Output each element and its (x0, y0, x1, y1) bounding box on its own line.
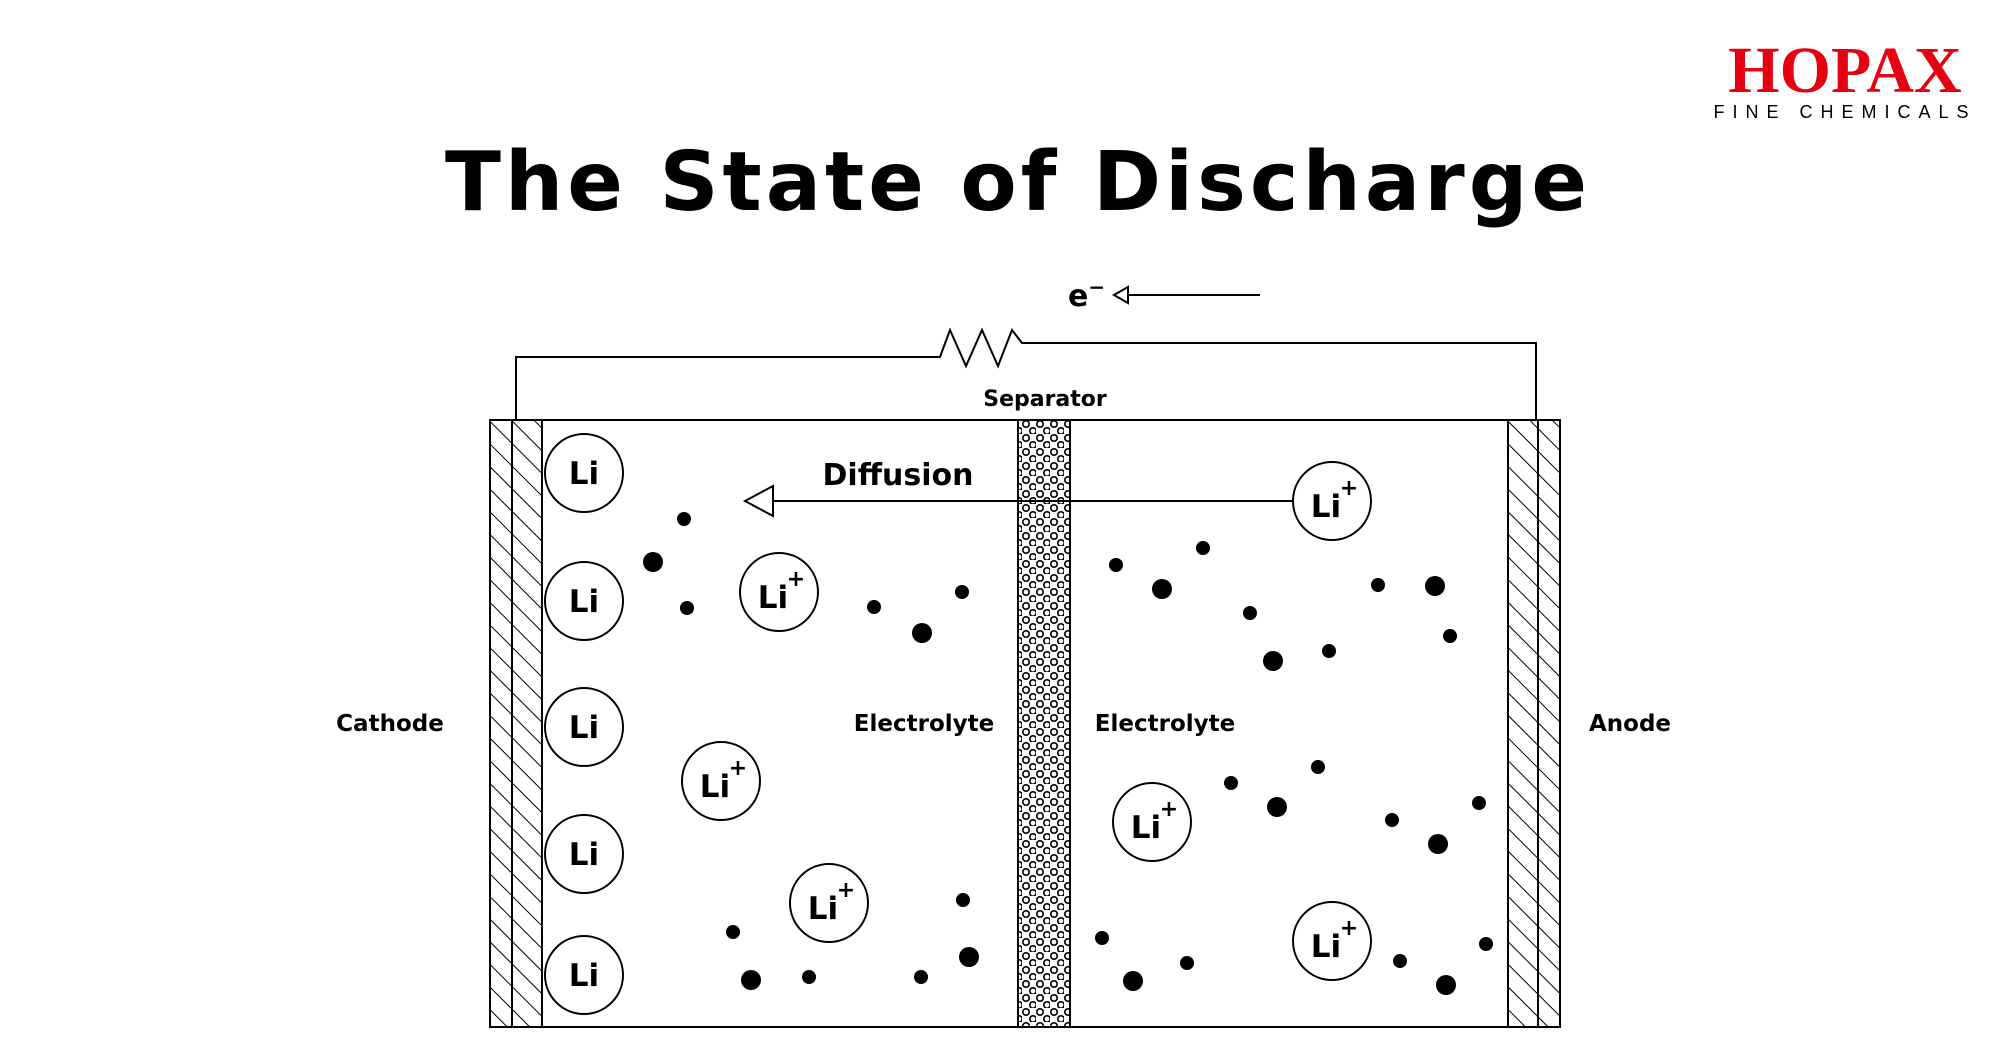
li-atom-label: Li (569, 584, 599, 620)
li-atom: Li (544, 433, 624, 513)
anode-collector (1507, 419, 1561, 1028)
electrolyte-particle-large (1425, 576, 1445, 596)
electrolyte-particle-small (802, 970, 816, 984)
li-ion: Li+ (789, 863, 869, 943)
li-ion-charge: + (837, 878, 855, 903)
diffusion-label: Diffusion (823, 458, 974, 493)
electrolyte-particle-large (741, 970, 761, 990)
electrolyte-particle-small (726, 925, 740, 939)
li-atom: Li (544, 561, 624, 641)
page-title: The State of Discharge (445, 135, 1591, 230)
electrolyte-particle-small (677, 512, 691, 526)
li-ion: Li+ (1292, 901, 1372, 981)
electrolyte-particle-large (1428, 834, 1448, 854)
li-ion-label: Li (1311, 929, 1341, 965)
electrolyte-particle-small (1109, 558, 1123, 572)
brand-tagline: FINE CHEMICALS (1713, 102, 1976, 122)
electrolyte-particle-small (1224, 776, 1238, 790)
li-atom-label: Li (569, 456, 599, 492)
li-ion-label: Li (808, 891, 838, 927)
electrolyte-particle-large (1123, 971, 1143, 991)
electrolyte-particle-small (1311, 760, 1325, 774)
li-atom-label: Li (569, 710, 599, 746)
li-atom-label: Li (569, 958, 599, 994)
electrolyte-particle-small (1385, 813, 1399, 827)
electrolyte-particle-small (1371, 578, 1385, 592)
electrolyte-particle-small (1095, 931, 1109, 945)
anode-label: Anode (1589, 711, 1671, 737)
electrolyte-particle-small (1443, 629, 1457, 643)
electrolyte-particle-small (1322, 644, 1336, 658)
li-ion-charge: + (1160, 797, 1178, 822)
cathode-label: Cathode (336, 711, 444, 737)
li-ion: Li+ (1292, 461, 1372, 541)
electrolyte-particle-small (1479, 937, 1493, 951)
electrolyte-particle-large (1263, 651, 1283, 671)
li-ion-label: Li (1311, 489, 1341, 525)
li-ion-charge: + (1340, 476, 1358, 501)
electrolyte-particle-small (955, 585, 969, 599)
li-ion-label: Li (758, 580, 788, 616)
electrolyte-particle-small (956, 893, 970, 907)
diffusion-arrow-head (742, 484, 774, 518)
li-ion-charge: + (1340, 916, 1358, 941)
electrolyte-particle-large (1152, 579, 1172, 599)
electrolyte-particles (643, 512, 1493, 995)
electrolyte-particle-large (1267, 797, 1287, 817)
separator (1017, 419, 1071, 1028)
li-ion-charge: + (729, 756, 747, 781)
li-atom-label: Li (569, 837, 599, 873)
li-atom: Li (544, 687, 624, 767)
li-ion: Li+ (1112, 782, 1192, 862)
electrolyte-particle-large (1436, 975, 1456, 995)
diffusion-arrow: Diffusion (742, 458, 1293, 518)
li-atom: Li (544, 814, 624, 894)
brand-logo: HOPAX FINE CHEMICALS (1713, 34, 1976, 122)
electrolyte-particle-small (867, 600, 881, 614)
electron-flow: e− (1068, 275, 1260, 314)
li-atom: Li (544, 935, 624, 1015)
electron-arrow-head (1111, 285, 1129, 305)
electron-charge: − (1088, 275, 1105, 299)
li-ion-charge: + (787, 567, 805, 592)
lithium-ions: Li+Li+Li+Li+Li+Li+ (681, 461, 1372, 981)
separator-label: Separator (983, 387, 1107, 412)
electron-label: e− (1068, 275, 1105, 314)
cathode-collector (489, 419, 543, 1028)
electrolyte-label-right: Electrolyte (1095, 711, 1235, 737)
li-ion: Li+ (739, 552, 819, 632)
electrolyte-particle-small (680, 601, 694, 615)
li-ion: Li+ (681, 741, 761, 821)
electrolyte-particle-large (643, 552, 663, 572)
electrolyte-particle-small (1180, 956, 1194, 970)
electrolyte-particle-large (959, 947, 979, 967)
electrolyte-particle-small (1393, 954, 1407, 968)
brand-name: HOPAX (1728, 34, 1961, 107)
electrolyte-label-left: Electrolyte (854, 711, 994, 737)
external-circuit-wire (515, 327, 1537, 420)
li-ion-label: Li (700, 769, 730, 805)
li-ion-label: Li (1131, 810, 1161, 846)
electrolyte-particle-small (914, 970, 928, 984)
electrolyte-particle-small (1243, 606, 1257, 620)
electrolyte-particle-large (912, 623, 932, 643)
electrolyte-particle-small (1196, 541, 1210, 555)
electrolyte-particle-small (1472, 796, 1486, 810)
